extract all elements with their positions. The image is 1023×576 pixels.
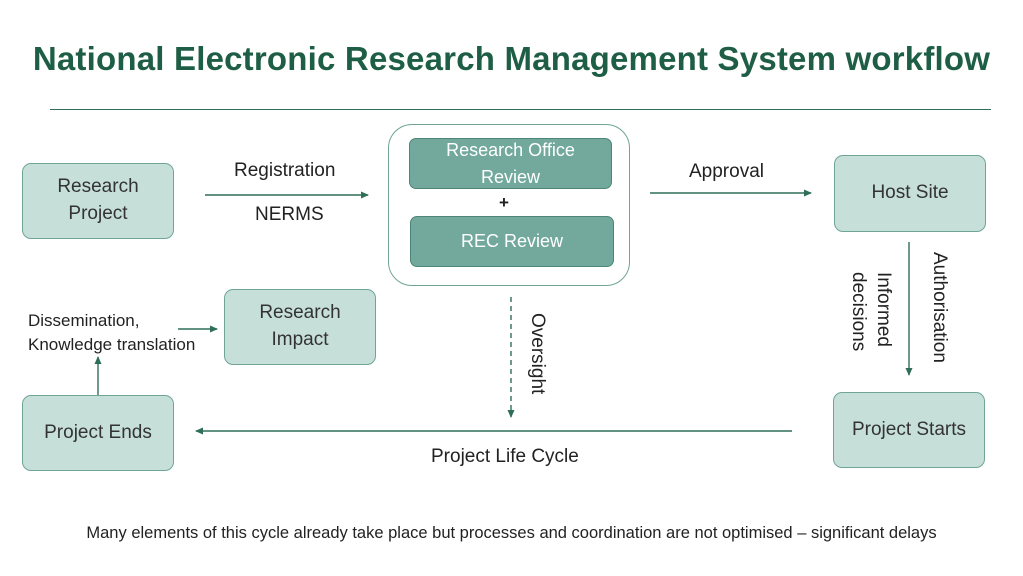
research-impact-line-1: Research xyxy=(259,302,341,324)
research-office-review-line-2: Review xyxy=(480,166,540,187)
research-impact-node: Research Impact xyxy=(224,289,376,365)
rec-review-node: REC Review xyxy=(410,216,614,267)
dissemination-line-1: Dissemination, xyxy=(28,311,140,330)
plus-sign: + xyxy=(499,193,509,212)
research-project-node: Research Project xyxy=(22,163,174,239)
approval-label: Approval xyxy=(689,161,764,182)
project-starts-label: Project Starts xyxy=(851,418,967,440)
research-office-review-node: Research Office Review xyxy=(409,138,612,189)
footer-note: Many elements of this cycle already take… xyxy=(86,524,937,542)
dissemination-line-2: Knowledge translation xyxy=(28,335,196,354)
registration-label: Registration xyxy=(234,160,336,181)
project-ends-label: Project Ends xyxy=(44,421,152,443)
informed-decisions-line-1: Informed xyxy=(873,272,894,347)
host-site-node: Host Site xyxy=(834,155,986,232)
page-title: National Electronic Research Management … xyxy=(32,40,991,77)
informed-decisions-line-2: decisions xyxy=(848,272,869,352)
project-starts-node: Project Starts xyxy=(833,392,985,468)
title-divider xyxy=(50,109,991,110)
host-site-label: Host Site xyxy=(871,182,949,204)
research-impact-line-2: Impact xyxy=(271,329,329,350)
research-office-review-line-1: Research Office xyxy=(446,140,575,161)
project-life-cycle-label: Project Life Cycle xyxy=(431,446,579,467)
research-project-line-1: Research xyxy=(57,176,139,198)
oversight-label: Oversight xyxy=(527,313,548,395)
rec-review-label: REC Review xyxy=(460,231,564,252)
authorisation-label: Authorisation xyxy=(929,252,950,363)
research-project-line-2: Project xyxy=(68,203,128,224)
project-ends-node: Project Ends xyxy=(22,395,174,471)
nerms-label: NERMS xyxy=(255,204,324,225)
